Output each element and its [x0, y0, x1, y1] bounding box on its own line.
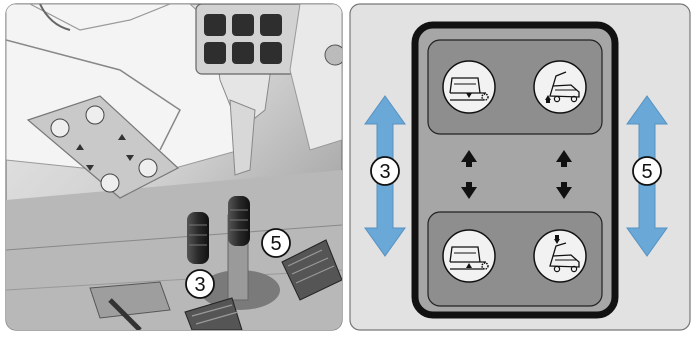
hopper-raise-icon	[534, 61, 586, 113]
photo-callout-3: 3	[186, 270, 214, 298]
brush-deck-raise-icon	[443, 230, 495, 282]
brush-deck-lower-icon	[443, 61, 495, 113]
hopper-lower-icon	[534, 230, 586, 282]
diagram-panel: 3 5	[350, 4, 690, 330]
photo-panel: 3 5	[6, 4, 345, 330]
diagram-callout-3: 3	[371, 157, 399, 185]
switch-block	[196, 4, 306, 74]
diagram-callout-3-label: 3	[379, 161, 390, 183]
photo-callout-5-label: 5	[270, 233, 281, 255]
diagram-callout-5-label: 5	[641, 161, 652, 183]
photo-callout-3-label: 3	[194, 274, 205, 296]
left-pedal	[187, 212, 209, 264]
diagram-callout-5: 5	[633, 157, 661, 185]
right-pedal	[228, 196, 250, 246]
photo-callout-5: 5	[262, 229, 290, 257]
